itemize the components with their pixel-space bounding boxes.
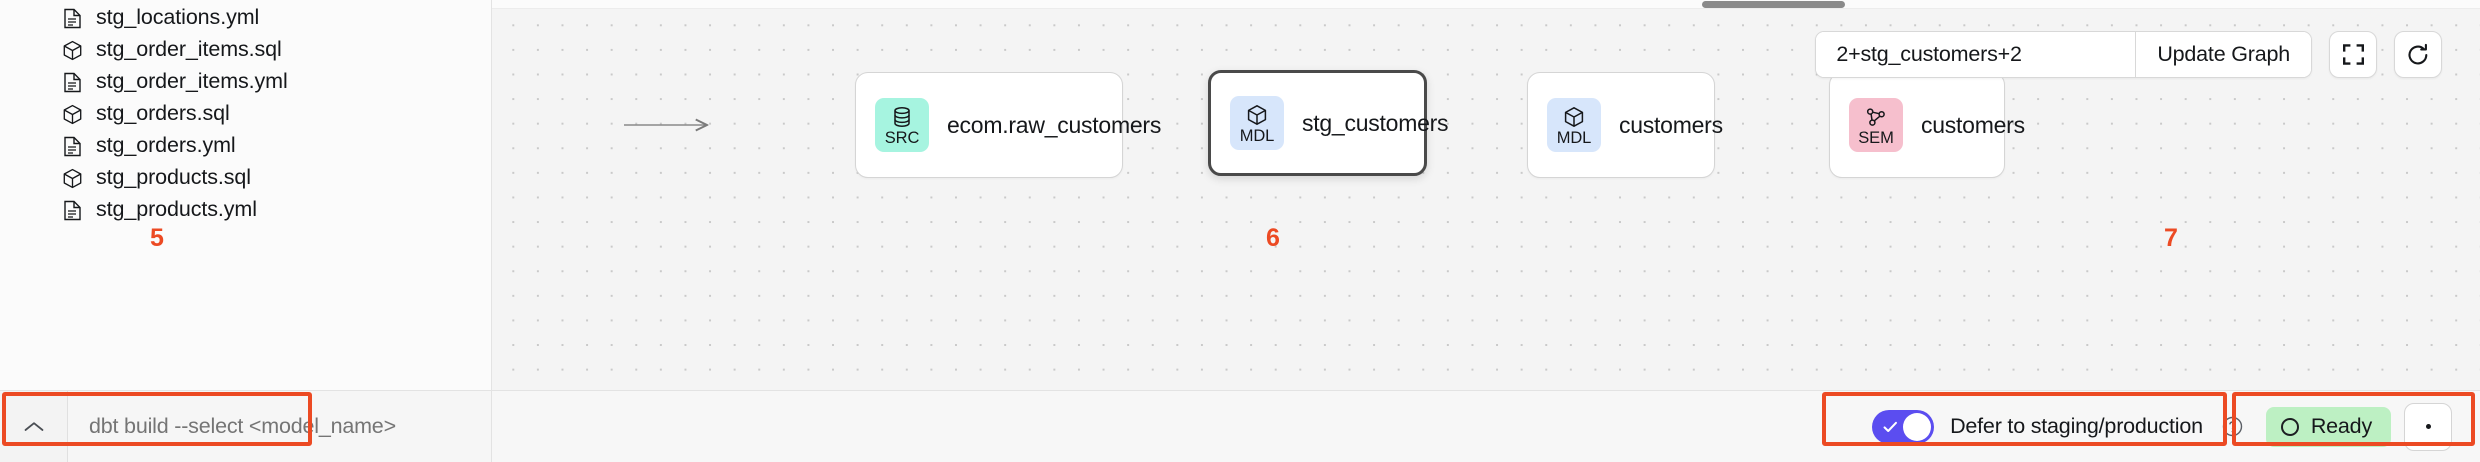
refresh-icon (2405, 42, 2431, 68)
graph-node-label: customers (1619, 111, 1723, 138)
status-badge[interactable]: Ready (2265, 406, 2391, 447)
node-badge-src: SRC (875, 98, 929, 152)
lineage-graph-canvas[interactable]: Update Graph (492, 0, 2480, 390)
graph-selector-group: Update Graph (1815, 31, 2312, 78)
model-cube-icon (62, 167, 83, 189)
model-cube-icon (62, 103, 83, 125)
run-status-group: Ready (2265, 402, 2452, 451)
node-badge-label: MDL (1239, 126, 1275, 145)
yaml-file-icon (62, 7, 83, 29)
command-input[interactable] (68, 391, 491, 462)
graph-node-label: stg_customers (1302, 109, 1449, 136)
toggle-knob (1903, 412, 1932, 441)
horizontal-scrollbar[interactable] (492, 0, 2480, 9)
file-tree-item-label: stg_products.sql (96, 165, 251, 190)
file-tree-item-stg-locations-yml[interactable]: stg_locations.yml (0, 2, 491, 34)
status-circle-icon (2280, 417, 2299, 436)
scrollbar-thumb[interactable] (1702, 1, 1845, 8)
upper-region: stg_locations.yml stg_order_items.sql (0, 0, 2480, 390)
file-tree-item-stg-products-sql[interactable]: stg_products.sql (0, 162, 491, 194)
graph-selector-input[interactable] (1816, 32, 2136, 77)
model-cube-icon (1246, 104, 1268, 126)
graph-node-stg-customers[interactable]: MDL stg_customers (1208, 70, 1449, 176)
node-badge-mdl: MDL (1230, 96, 1284, 150)
file-tree-item-label: stg_orders.sql (96, 101, 230, 126)
node-badge-mdl: MDL (1547, 98, 1601, 152)
file-tree-sidebar: stg_locations.yml stg_order_items.sql (0, 0, 492, 390)
graph-node-ecom-raw-customers[interactable]: SRC ecom.raw_customers (855, 72, 1161, 178)
command-bar (0, 391, 492, 462)
node-badge-label: SRC (884, 128, 920, 147)
fullscreen-expand-button[interactable] (2329, 31, 2377, 78)
yaml-file-icon (62, 199, 83, 221)
update-graph-button[interactable]: Update Graph (2135, 32, 2311, 77)
file-tree-item-stg-order-items-yml[interactable]: stg_order_items.yml (0, 66, 491, 98)
file-tree-item-stg-order-items-sql[interactable]: stg_order_items.sql (0, 34, 491, 66)
model-cube-icon (1563, 106, 1585, 128)
defer-to-staging-group: Defer to staging/production (1872, 409, 2244, 444)
node-badge-sem: SEM (1849, 98, 1903, 152)
file-tree-item-label: stg_products.yml (96, 197, 257, 222)
file-tree-item-label: stg_locations.yml (96, 5, 260, 30)
command-bar-collapse-button[interactable] (0, 391, 68, 462)
node-badge-label: SEM (1858, 128, 1894, 147)
status-bar: Defer to staging/production Ready (492, 391, 2480, 462)
semantic-graph-icon (1865, 106, 1887, 128)
file-tree-item-label: stg_order_items.yml (96, 69, 288, 94)
yaml-file-icon (62, 135, 83, 157)
node-badge-label: MDL (1556, 128, 1592, 147)
file-tree-item-stg-products-yml[interactable]: stg_products.yml (0, 194, 491, 226)
file-tree-item-label: stg_order_items.sql (96, 37, 282, 62)
question-mark-circle-icon[interactable] (2221, 415, 2244, 438)
fullscreen-expand-icon (2341, 42, 2366, 67)
graph-node-customers-semantic[interactable]: SEM customers (1829, 72, 2025, 178)
check-icon (1882, 419, 1899, 440)
file-tree-item-stg-orders-yml[interactable]: stg_orders.yml (0, 130, 491, 162)
file-tree-item-label: stg_orders.yml (96, 133, 236, 158)
chevron-up-icon (23, 420, 45, 434)
ellipsis-icon (2425, 424, 2431, 429)
graph-node-label: customers (1921, 111, 2025, 138)
graph-node-label: ecom.raw_customers (947, 111, 1162, 138)
model-cube-icon (62, 39, 83, 61)
database-icon (891, 106, 913, 128)
graph-node-customers-model[interactable]: MDL customers (1527, 72, 1723, 178)
defer-toggle-label: Defer to staging/production (1950, 414, 2203, 438)
file-tree-fade (0, 364, 490, 390)
yaml-file-icon (62, 71, 83, 93)
file-tree-item-stg-orders-sql[interactable]: stg_orders.sql (0, 98, 491, 130)
graph-toolbar: Update Graph (1815, 31, 2442, 78)
bottom-bar: Defer to staging/production Ready (0, 390, 2480, 462)
more-options-button[interactable] (2404, 402, 2452, 451)
defer-toggle[interactable] (1872, 409, 1935, 444)
refresh-graph-button[interactable] (2394, 31, 2442, 78)
status-badge-label: Ready (2310, 414, 2372, 438)
